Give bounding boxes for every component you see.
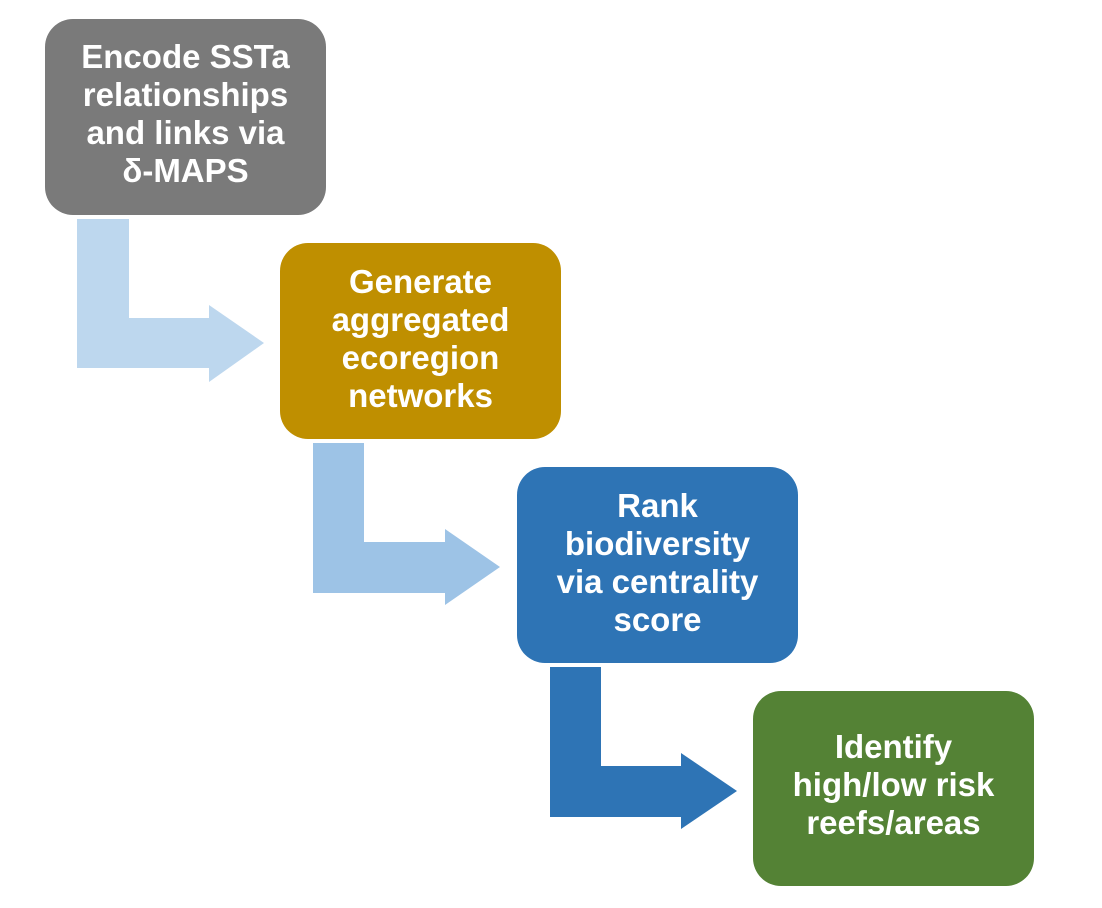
step-box-generate-networks: Generate aggregated ecoregion networks — [280, 243, 561, 439]
step-label: Generate aggregated ecoregion networks — [331, 263, 510, 414]
step-box-identify-risk: Identify high/low risk reefs/areas — [753, 691, 1034, 886]
step-box-encode-ssta: Encode SSTa relationships and links via … — [45, 19, 326, 215]
arrow-shape — [550, 667, 737, 829]
step-label: Identify high/low risk reefs/areas — [792, 727, 995, 841]
arrow-shape — [77, 219, 264, 382]
step-label: Rank biodiversity via centrality score — [556, 487, 759, 638]
arrow-shape — [313, 443, 500, 605]
step-label: Encode SSTa relationships and links via … — [81, 38, 290, 189]
step-box-rank-biodiversity: Rank biodiversity via centrality score — [517, 467, 798, 663]
